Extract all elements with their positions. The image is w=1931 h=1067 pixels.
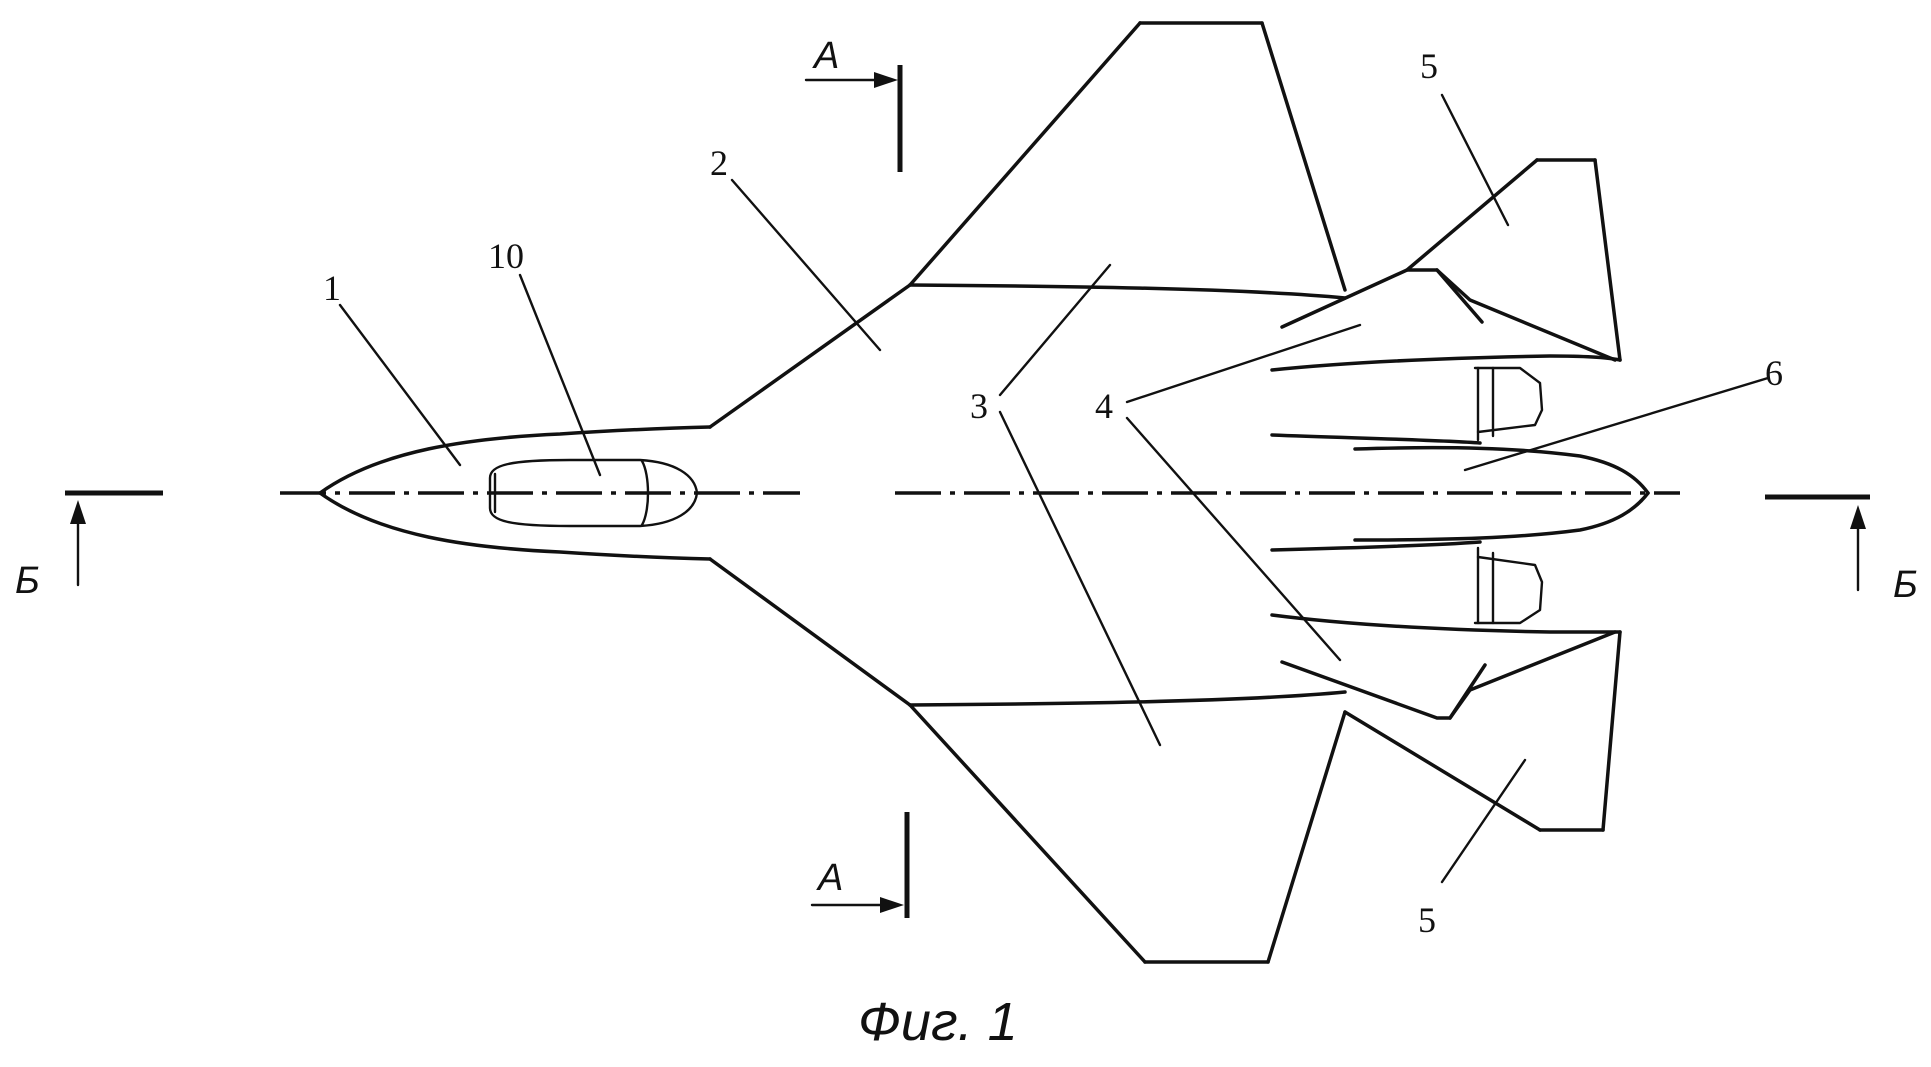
nozzle-upper-outline — [1473, 366, 1544, 434]
stabilizer-lower-trailing-edge — [1601, 630, 1622, 832]
canopy-outline — [488, 458, 699, 528]
section-b-left-arrowhead — [70, 500, 86, 524]
leader-1 — [338, 303, 462, 467]
canopy-frame-rear — [640, 459, 650, 527]
leader-4-lower — [1125, 416, 1342, 662]
nose-upper-outline — [318, 425, 712, 495]
leader-4-upper — [1125, 323, 1362, 404]
section-b-right-label: Б — [1893, 564, 1918, 606]
tail-boom-upper — [1353, 445, 1650, 495]
stabilizer-lower-leading-edge — [1343, 710, 1542, 832]
nozzle-lower-outline — [1473, 555, 1544, 625]
section-a-top-arrowhead — [874, 72, 898, 88]
callout-10: 10 — [488, 236, 524, 276]
leader-6 — [1463, 376, 1770, 472]
leader-10 — [518, 273, 602, 477]
figure-caption: Фиг. 1 — [858, 992, 1018, 1052]
nacelle-upper-outer — [1270, 354, 1622, 372]
callout-1: 1 — [323, 268, 341, 308]
nacelle-lower-outer — [1270, 613, 1622, 634]
section-b-right-arrowhead — [1850, 505, 1866, 529]
wing-upper-trailing-edge — [1260, 21, 1347, 292]
wing-upper-leading-edge — [908, 21, 1142, 287]
tail-lower-inner-edge — [1448, 630, 1617, 720]
callout-3: 3 — [970, 386, 988, 426]
nose-lower-outline — [318, 491, 712, 561]
wing-lower-trailing-edge — [1266, 710, 1347, 964]
section-a-bottom-arrowhead — [880, 897, 904, 913]
callout-5-bottom: 5 — [1418, 900, 1436, 940]
callout-6: 6 — [1765, 353, 1783, 393]
callout-2: 2 — [710, 143, 728, 183]
nacelle-upper-inner — [1270, 433, 1482, 445]
wing-lower-root-line — [908, 690, 1347, 707]
section-a-top-label: А — [812, 35, 839, 77]
tail-upper-inner-edge — [1435, 268, 1617, 362]
nacelle-lower-inner — [1270, 540, 1482, 552]
leader-5-upper — [1440, 93, 1510, 227]
leader-3-upper — [998, 263, 1112, 397]
leader-3-lower — [998, 410, 1162, 747]
leader-5-lower — [1440, 758, 1527, 884]
lerx-upper-leading-edge — [708, 283, 912, 429]
wing-upper-root-line — [908, 283, 1347, 300]
section-b-left-label: Б — [15, 560, 40, 602]
stabilizer-upper-leading-edge — [1405, 158, 1539, 272]
lerx-lower-leading-edge — [708, 557, 912, 707]
tail-boom-lower — [1353, 491, 1650, 542]
tail-upper-fairing-edge — [1280, 268, 1484, 329]
leader-2 — [730, 178, 882, 352]
wing-lower-leading-edge — [908, 703, 1147, 964]
callout-4: 4 — [1095, 386, 1113, 426]
section-a-bottom-label: А — [816, 857, 843, 899]
stabilizer-upper-trailing-edge — [1593, 158, 1622, 362]
callout-5-top: 5 — [1420, 46, 1438, 86]
